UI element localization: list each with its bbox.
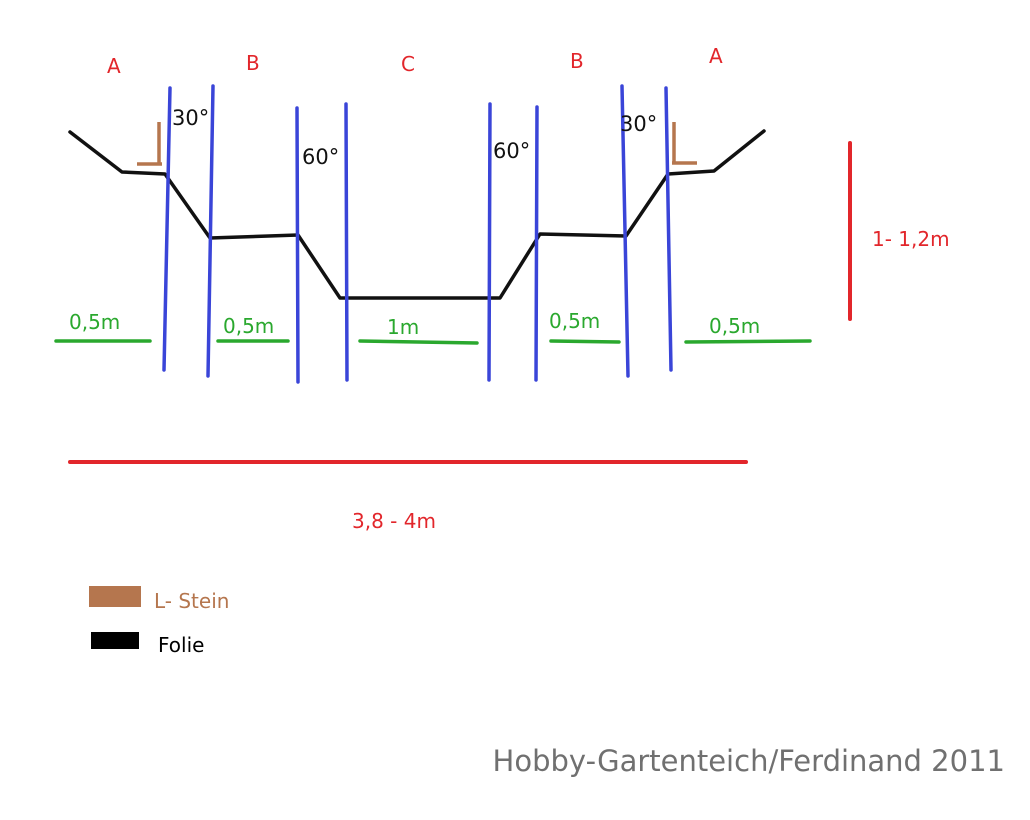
width-marks xyxy=(54,339,812,345)
divider-line xyxy=(206,84,215,378)
angle-label-right-outer: 30° xyxy=(620,112,657,136)
divider-line xyxy=(295,106,300,384)
zone-label-right-a: A xyxy=(709,44,723,68)
divider-line xyxy=(534,105,539,382)
pond-liner-profile xyxy=(68,129,766,300)
legend-swatch-liner xyxy=(91,632,139,649)
total-width-label: 3,8 - 4m xyxy=(352,509,436,533)
divider-line xyxy=(620,84,630,378)
zone-label-left-a: A xyxy=(107,54,121,78)
l-stone-left xyxy=(137,122,162,166)
legend-label-stone: L- Stein xyxy=(154,589,229,613)
zone-label-left-b: B xyxy=(246,51,260,75)
depth-label: 1- 1,2m xyxy=(872,227,950,251)
width-label-right-b: 0,5m xyxy=(549,309,600,333)
legend-swatch-stone xyxy=(89,586,141,607)
width-mark-right-a xyxy=(684,339,812,344)
width-label-right-a: 0,5m xyxy=(709,314,760,338)
width-label-center-c: 1m xyxy=(387,315,419,339)
divider-line xyxy=(487,102,492,382)
divider-line xyxy=(162,86,172,372)
zone-dividers xyxy=(162,84,673,384)
angle-label-left-outer: 30° xyxy=(172,106,209,130)
zone-label-right-b: B xyxy=(570,49,584,73)
angle-label-left-inner: 60° xyxy=(302,145,339,169)
angle-label-right-inner: 60° xyxy=(493,139,530,163)
width-label-left-b: 0,5m xyxy=(223,314,274,338)
divider-line xyxy=(344,102,349,382)
l-stone-right xyxy=(672,122,697,165)
divider-line xyxy=(664,86,673,372)
width-mark-center-c xyxy=(358,339,479,345)
width-label-left-a: 0,5m xyxy=(69,310,120,334)
credit-text: Hobby-Gartenteich/Ferdinand 2011 xyxy=(493,744,1005,778)
zone-label-center-c: C xyxy=(401,52,415,76)
legend-label-liner: Folie xyxy=(158,633,204,657)
width-mark-right-b xyxy=(549,339,621,344)
